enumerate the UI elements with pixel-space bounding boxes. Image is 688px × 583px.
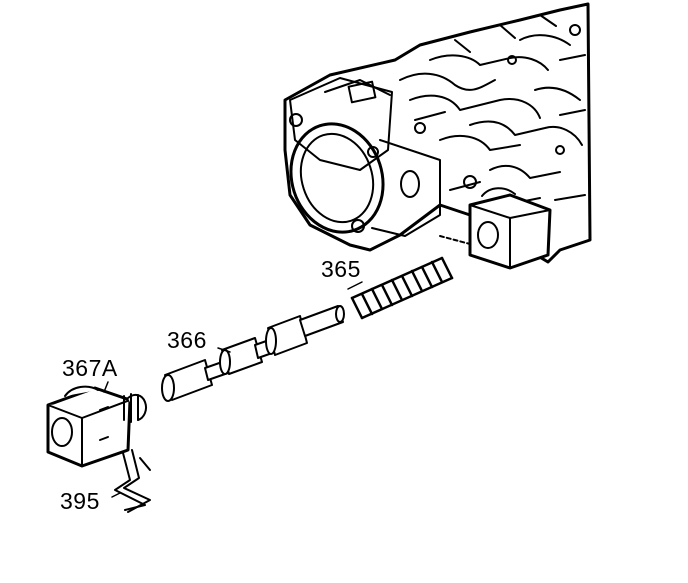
callout-366: 366 <box>167 327 207 353</box>
callout-367a: 367A <box>62 355 118 381</box>
valve-body-casting <box>283 2 592 270</box>
retaining-clip-395 <box>114 449 151 513</box>
leader-366 <box>217 347 231 353</box>
leader-367a <box>103 381 109 393</box>
alignment-line <box>439 235 471 245</box>
callout-395: 395 <box>60 488 100 514</box>
valve-366 <box>161 305 345 402</box>
leader-365 <box>347 281 363 290</box>
callout-365: 365 <box>321 256 361 282</box>
solenoid-367a <box>46 385 148 468</box>
leader-395 <box>111 492 121 498</box>
spring-365 <box>350 256 454 320</box>
